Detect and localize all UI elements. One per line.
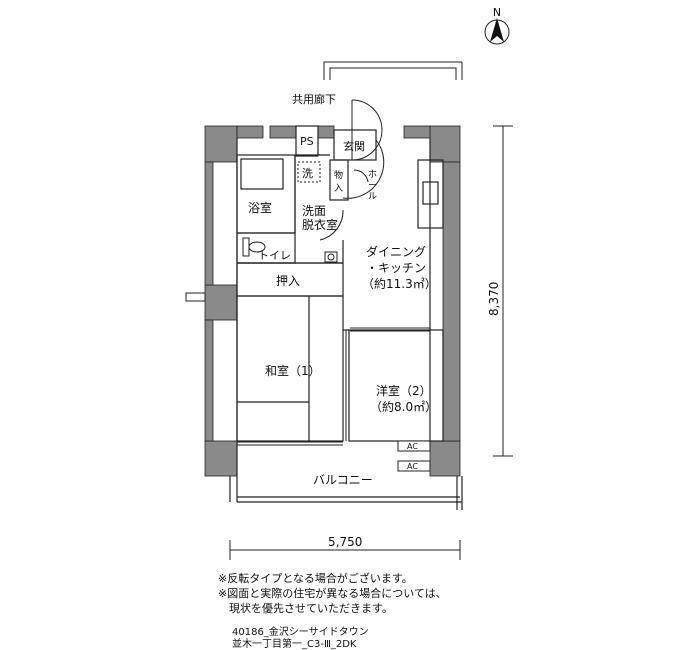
washing-machine-label: 洗 <box>302 167 313 180</box>
bath-label: 浴室 <box>248 200 272 215</box>
ac-units <box>397 440 431 472</box>
ac-label-1: AC <box>407 442 418 451</box>
dk-label-2: ・キッチン <box>366 261 426 275</box>
japanese-room-label: 和室（1） <box>265 363 321 378</box>
caption-line-1: 40186_金沢シーサイドタウン <box>232 627 369 638</box>
wall-stub <box>185 292 206 302</box>
sliding-doors <box>237 327 430 446</box>
toilet-fixture-icon <box>242 237 338 263</box>
washing-machine-space <box>297 161 321 183</box>
hall-label-top: ホ <box>368 169 377 180</box>
dimension-lines <box>229 125 513 560</box>
height-dimension-label: 8,370 <box>487 282 501 316</box>
toilet-label: トイレ <box>258 249 291 262</box>
corridor-outline <box>323 61 463 80</box>
hall-label-mid: ー <box>368 181 377 191</box>
caption-line-2: 並木一丁目第一_C3-Ⅲ_2DK <box>232 639 357 650</box>
storage-label-top: 物 <box>334 169 343 181</box>
dk-label-1: ダイニング <box>366 244 426 259</box>
balcony-label: バルコニー <box>313 473 373 487</box>
north-label: N <box>493 6 501 19</box>
ps-label: PS <box>300 135 314 148</box>
western-room-label-1: 洋室（2） <box>376 383 432 398</box>
closet-label: 押入 <box>276 274 300 288</box>
width-dimension-label: 5,750 <box>328 535 362 549</box>
western-room-label-2: （約8.0㎡） <box>370 399 437 414</box>
note-2: ※図面と実際の住宅が異なる場合については、 <box>218 587 447 600</box>
corridor-label: 共用廊下 <box>292 92 336 106</box>
entrance-label: 玄関 <box>343 139 365 153</box>
washroom-label-2: 脱衣室 <box>302 217 338 232</box>
note-3: 現状を優先させていただきます。 <box>218 602 393 615</box>
doors <box>319 99 385 241</box>
washroom-label-1: 洗面 <box>302 204 326 218</box>
storage-label-bottom: 入 <box>334 183 343 194</box>
hall-label-bottom: ル <box>368 192 377 202</box>
north-arrow-icon: N <box>484 6 510 45</box>
walls <box>204 125 461 477</box>
interior-walls <box>229 125 463 510</box>
note-1: ※反転タイプとなる場合がございます。 <box>218 572 413 585</box>
dk-label-3: （約11.3㎡） <box>362 276 437 291</box>
ac-label-2: AC <box>407 462 418 471</box>
